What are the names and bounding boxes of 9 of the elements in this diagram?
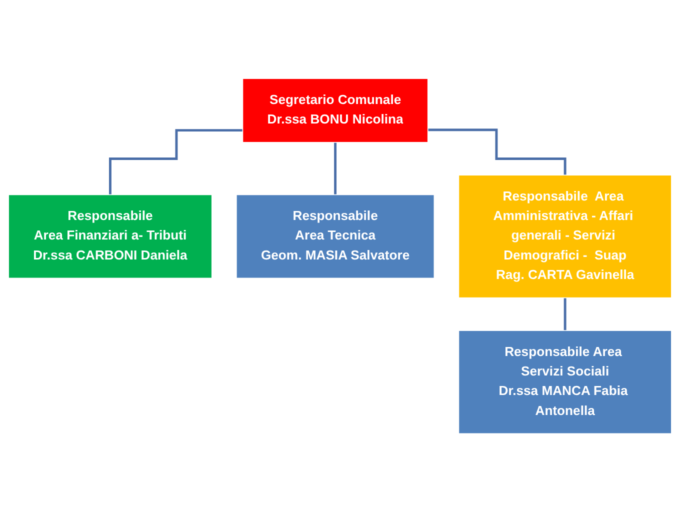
connector	[564, 297, 566, 332]
connector	[108, 129, 243, 196]
node-box: Responsabile Area Finanziari a- Tributi Dr.ssa CARBONI Daniela	[8, 194, 212, 279]
connector	[428, 129, 566, 177]
node-box: Responsabile Area Servizi Sociali Dr.ssa MANCA Fabia Antonella	[458, 330, 672, 434]
node-box: Segretario Comunale Dr.ssa BONU Nicolina	[242, 78, 428, 144]
node-box: Responsabile Area Tecnica Geom. MASIA Salvatore	[236, 194, 435, 279]
connector	[334, 142, 337, 196]
node-box: Responsabile Area Amministrativa - Affari generali - Servizi Demografici - Suap Rag. CARTA Gavinella	[458, 175, 672, 299]
